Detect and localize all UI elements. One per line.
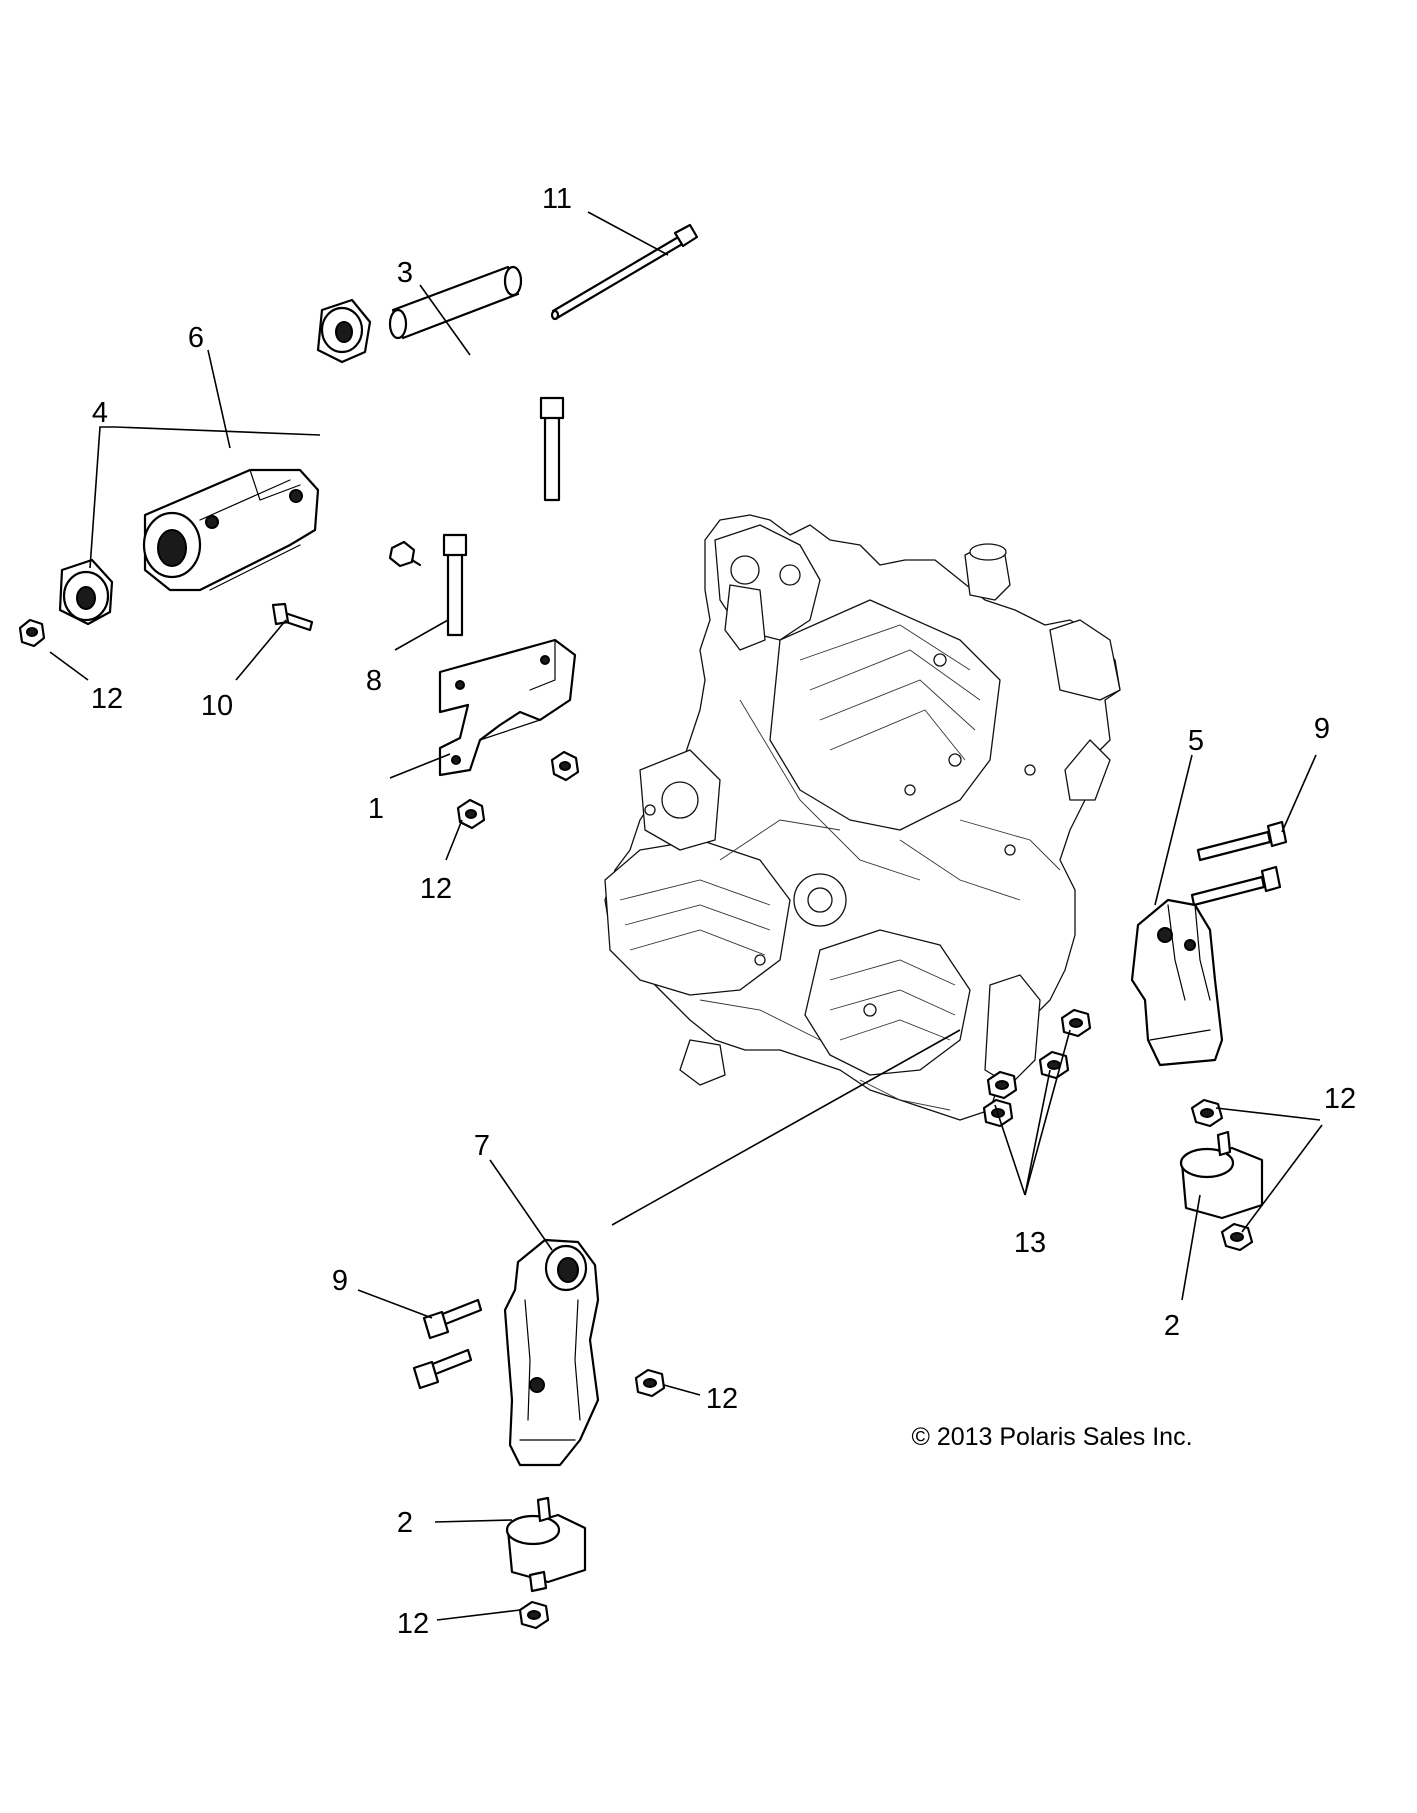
callout-1: 1: [368, 793, 384, 825]
sleeve-tube-icon: [388, 265, 523, 340]
callout-6: 6: [188, 322, 204, 354]
hex-bolt-icon: [1190, 865, 1282, 907]
callout-2-right: 2: [1164, 1310, 1180, 1342]
callout-3: 3: [397, 257, 413, 289]
callout-5: 5: [1188, 725, 1204, 757]
callout-13: 13: [1014, 1227, 1046, 1259]
hex-bolt-icon: [539, 396, 565, 502]
callout-9-right: 9: [1314, 713, 1330, 745]
callout-11: 11: [542, 183, 572, 215]
rubber-isolator-mount-icon: [505, 1496, 587, 1593]
flange-nut-icon: [18, 618, 46, 648]
flange-nut-icon: [1038, 1050, 1070, 1080]
copyright-notice: © 2013 Polaris Sales Inc.: [911, 1423, 1192, 1451]
flange-nut-icon: [1190, 1098, 1224, 1128]
hex-bolt-icon: [271, 602, 314, 632]
callout-12-by-bracket: 12: [706, 1383, 738, 1415]
hex-bolt-icon: [1196, 820, 1288, 862]
flange-nut-icon: [550, 750, 580, 782]
flange-nut-icon: [1060, 1008, 1092, 1038]
callout-4: 4: [92, 397, 108, 429]
hex-bolt-icon: [550, 223, 699, 321]
mount-bracket-icon: [438, 638, 577, 777]
rubber-isolator-mount-icon: [1179, 1130, 1264, 1220]
flange-nut-icon: [986, 1070, 1018, 1100]
callout-7: 7: [474, 1130, 490, 1162]
callout-12-top-left: 12: [91, 683, 123, 715]
mount-bracket-icon: [503, 1238, 600, 1467]
callout-9-left: 9: [332, 1265, 348, 1297]
callout-12-under-bracket: 12: [420, 873, 452, 905]
callout-10: 10: [201, 690, 233, 722]
hex-bolt-icon: [412, 1348, 473, 1390]
leader-lines: [49, 211, 1323, 1621]
engine-assembly-icon: [604, 514, 1121, 1121]
flange-nut-icon: [518, 1600, 550, 1630]
callout-8: 8: [366, 665, 382, 697]
mount-bracket-icon: [1130, 898, 1224, 1067]
callout-2-bottom: 2: [397, 1507, 413, 1539]
callout-12-right: 12: [1324, 1083, 1356, 1115]
callout-12-bottom: 12: [397, 1608, 429, 1640]
flange-nut-icon: [634, 1368, 666, 1398]
hex-bolt-icon: [422, 1298, 483, 1340]
flange-nut-icon: [388, 540, 422, 568]
flange-nut-icon: [456, 798, 486, 830]
rubber-bushing-icon: [58, 558, 114, 626]
rubber-bushing-icon: [316, 298, 372, 364]
flange-nut-icon: [1220, 1222, 1254, 1252]
hex-bolt-icon: [442, 533, 468, 637]
clamp-housing-icon: [142, 468, 320, 592]
